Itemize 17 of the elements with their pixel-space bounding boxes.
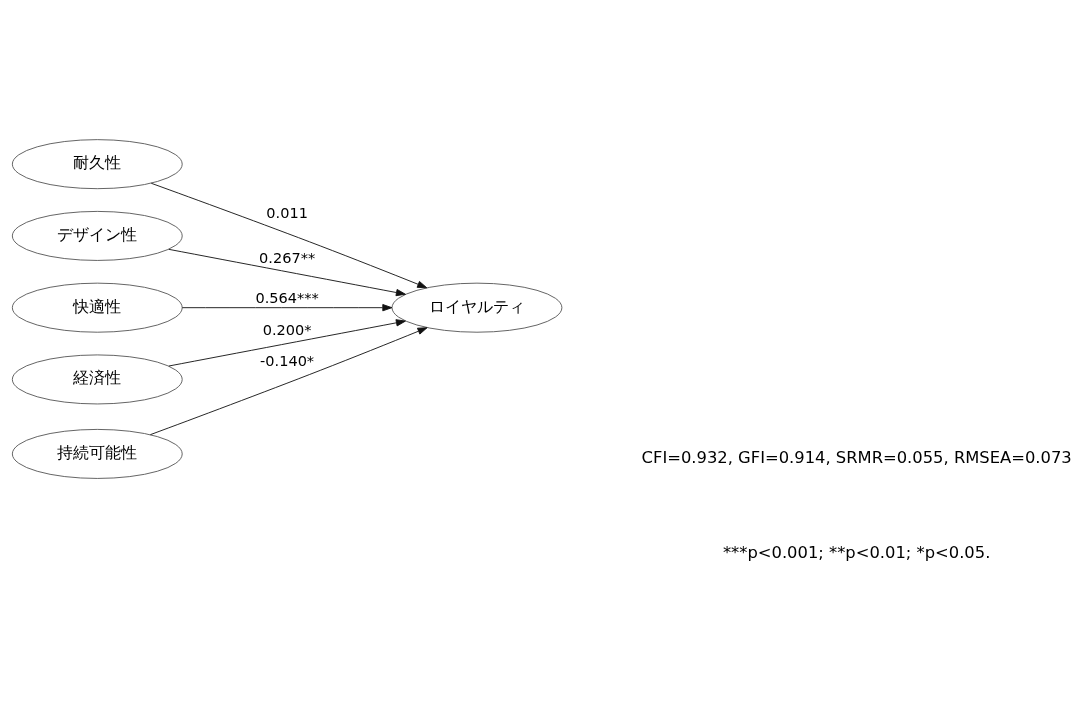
arrow (168, 319, 406, 367)
node-ellipse: 快適性 (11, 282, 183, 333)
node-ellipse: 経済性 (11, 354, 183, 405)
label: CFI=0.932, GFI=0.914, SRMR=0.055, RMSEA=0.073 (641, 448, 1072, 468)
arrow (168, 248, 406, 297)
edge-label: 0.011 (266, 205, 308, 222)
node-ellipse: デザイン性 (11, 210, 183, 261)
edge-label: 0.564*** (255, 289, 319, 306)
label: ***p<0.001; **p<0.01; *p<0.05. (722, 542, 991, 562)
arrow (150, 182, 428, 289)
arrow (149, 327, 428, 436)
edge-label: 0.200* (262, 321, 312, 338)
arrow (181, 304, 393, 312)
node-ellipse: 耐久性 (11, 139, 183, 190)
edge-label: -0.140* (260, 352, 315, 369)
node-ellipse: 持続可能性 (11, 428, 183, 479)
edge-label: 0.267** (259, 249, 316, 266)
